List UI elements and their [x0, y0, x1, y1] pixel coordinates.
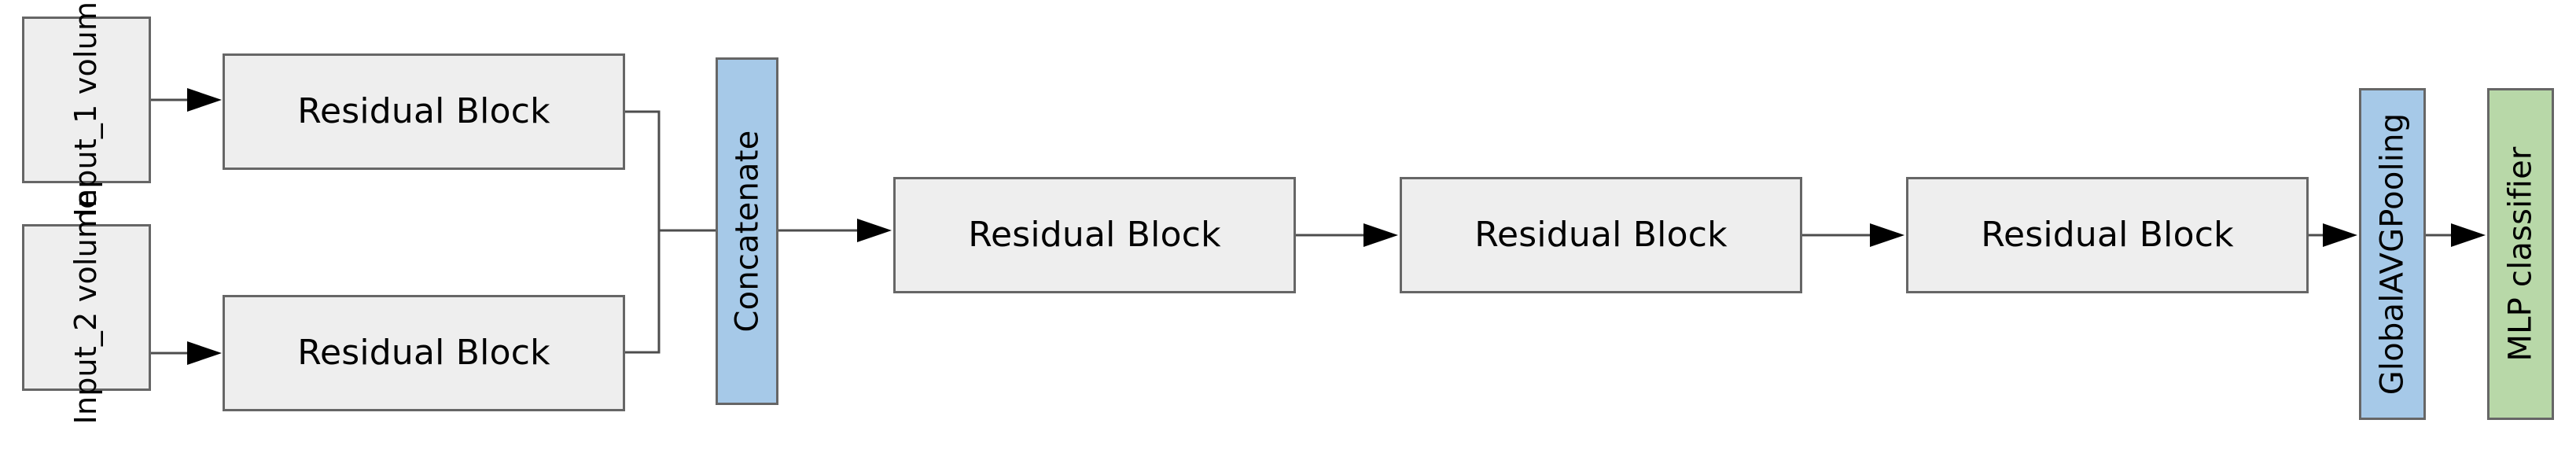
node-res_bottom[interactable]: Residual Block: [223, 295, 625, 411]
node-res5[interactable]: Residual Block: [1906, 177, 2309, 293]
node-label-res_top: Residual Block: [297, 90, 550, 131]
node-label-res5: Residual Block: [1981, 214, 2234, 255]
node-mlp[interactable]: MLP classifier: [2487, 88, 2554, 420]
node-label-mlp: MLP classifier: [2502, 146, 2539, 362]
node-label-gap: GlobalAVGPooling: [2374, 112, 2411, 396]
node-res4[interactable]: Residual Block: [1400, 177, 1802, 293]
node-input2[interactable]: Input_2 volume: [22, 190, 151, 425]
node-label-concat: Concatenate: [729, 130, 766, 333]
arrowhead-icon: [1363, 223, 1398, 247]
node-label-res_bottom: Residual Block: [297, 332, 550, 373]
arrowhead-icon: [2323, 223, 2357, 247]
edge-res_top-to-concat: [625, 110, 716, 232]
edge-res_bottom-to-concat: [625, 229, 716, 354]
node-label-res4: Residual Block: [1474, 214, 1728, 255]
node-label-input2: Input_2 volume: [68, 190, 104, 425]
arrowhead-icon: [187, 88, 222, 112]
arrowhead-icon: [187, 341, 222, 365]
node-gap[interactable]: GlobalAVGPooling: [2359, 88, 2426, 420]
arrowhead-icon: [1870, 223, 1904, 247]
arrowhead-icon: [2451, 223, 2486, 247]
node-res3[interactable]: Residual Block: [893, 177, 1296, 293]
node-concat[interactable]: Concatenate: [716, 57, 778, 405]
node-label-res3: Residual Block: [968, 214, 1221, 255]
node-input1[interactable]: Input_1 volume: [22, 0, 151, 217]
node-res_top[interactable]: Residual Block: [223, 53, 625, 170]
node-label-input1: Input_1 volume: [68, 0, 104, 217]
arrowhead-icon: [857, 219, 892, 242]
